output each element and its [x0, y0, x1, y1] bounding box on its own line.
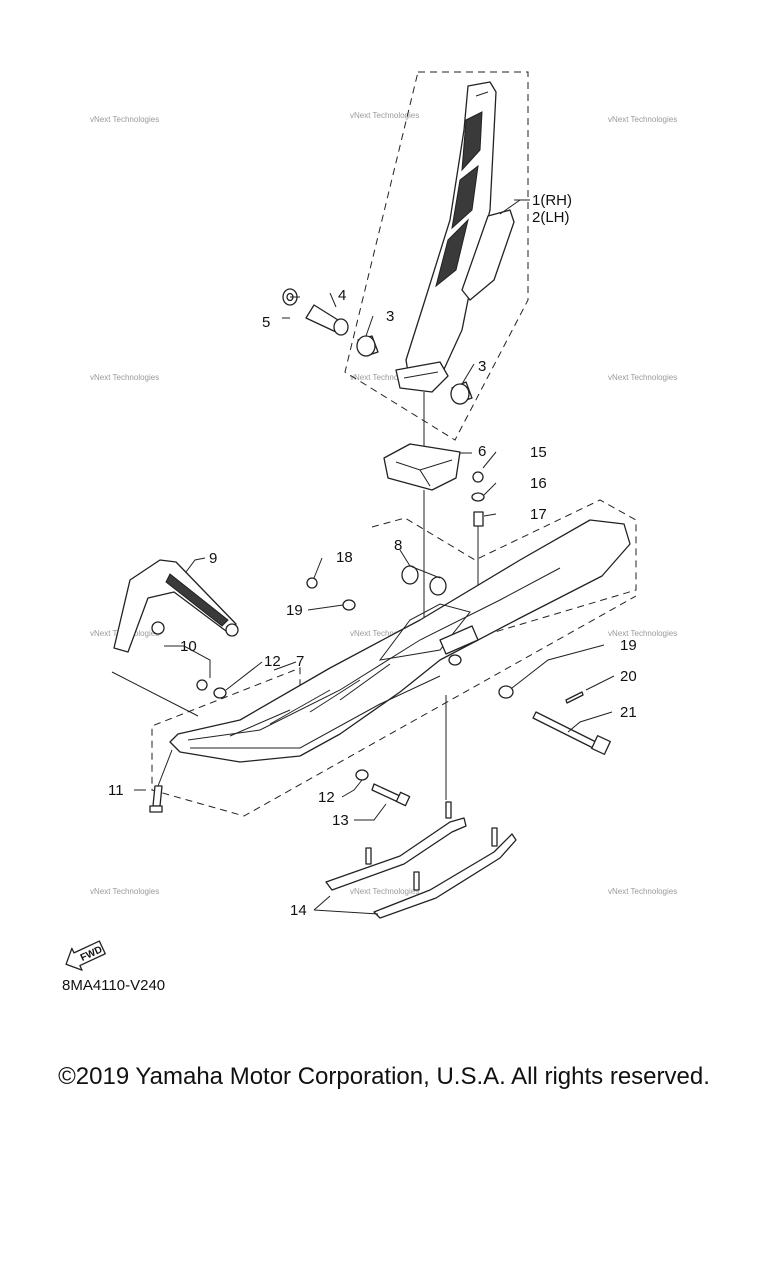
fwd-label: FWD [79, 944, 104, 964]
callout-4: 4 [338, 287, 346, 304]
bolt-11 [149, 749, 173, 813]
callout-19: 19 [620, 637, 637, 654]
callout-3: 3 [386, 308, 394, 325]
callout-6: 6 [478, 443, 486, 460]
ski-parts-diagram: vNext Technologies vNext Technologies vN… [65, 71, 677, 971]
callout-8: 8 [394, 537, 402, 554]
fasteners [151, 577, 514, 781]
callout-2: 2(LH) [532, 209, 570, 226]
callout-11: 11 [108, 782, 124, 799]
callout-13: 13 [332, 812, 349, 829]
callouts: 1(RH) 2(LH) 3 3 4 5 6 7 8 9 10 11 12 12 … [108, 192, 637, 919]
callout-21: 21 [620, 704, 637, 721]
callout-10: 10 [180, 638, 197, 655]
spindle-group-outline [344, 71, 529, 441]
pivot-hardware [282, 288, 473, 405]
leader-lines [111, 199, 615, 915]
watermark: vNext Technologies [608, 629, 677, 638]
cotter-pin-20 [565, 691, 584, 704]
watermark: vNext Technologies [608, 115, 677, 124]
callout-19: 19 [286, 602, 303, 619]
callout-20: 20 [620, 668, 637, 685]
callout-16: 16 [530, 475, 547, 492]
callout-9: 9 [209, 550, 217, 567]
assembly-centerline [423, 392, 447, 800]
watermark: vNext Technologies [608, 373, 677, 382]
watermarks: vNext Technologies vNext Technologies vN… [90, 111, 677, 896]
watermark: vNext Technologies [350, 373, 419, 382]
stud-hardware [471, 471, 485, 600]
callout-3: 3 [478, 358, 486, 375]
wear-bars [325, 801, 517, 919]
ski-body [169, 519, 631, 763]
callout-14: 14 [290, 902, 307, 919]
watermark: vNext Technologies [350, 629, 419, 638]
callout-12: 12 [264, 653, 281, 670]
ski-loop-handle [113, 559, 239, 653]
callout-15: 15 [530, 444, 547, 461]
callout-18: 18 [336, 549, 353, 566]
ski-spindle [395, 81, 515, 393]
callout-5: 5 [262, 314, 270, 331]
saddle-pad [383, 443, 461, 491]
watermark: vNext Technologies [90, 887, 159, 896]
callout-17: 17 [530, 506, 547, 523]
bolt-21 [532, 711, 611, 755]
fwd-arrow-icon: FWD [65, 940, 106, 971]
watermark: vNext Technologies [90, 115, 159, 124]
callout-1: 1(RH) [532, 192, 572, 209]
watermark: vNext Technologies [350, 111, 419, 120]
watermark: vNext Technologies [90, 373, 159, 382]
diagram-code: 8MA4110-V240 [62, 977, 166, 994]
bolt-13 [371, 783, 411, 807]
watermark: vNext Technologies [608, 887, 677, 896]
copyright-notice: ©2019 Yamaha Motor Corporation, U.S.A. A… [58, 1063, 710, 1090]
callout-7: 7 [296, 653, 304, 670]
callout-12: 12 [318, 789, 335, 806]
watermark: vNext Technologies [350, 887, 419, 896]
